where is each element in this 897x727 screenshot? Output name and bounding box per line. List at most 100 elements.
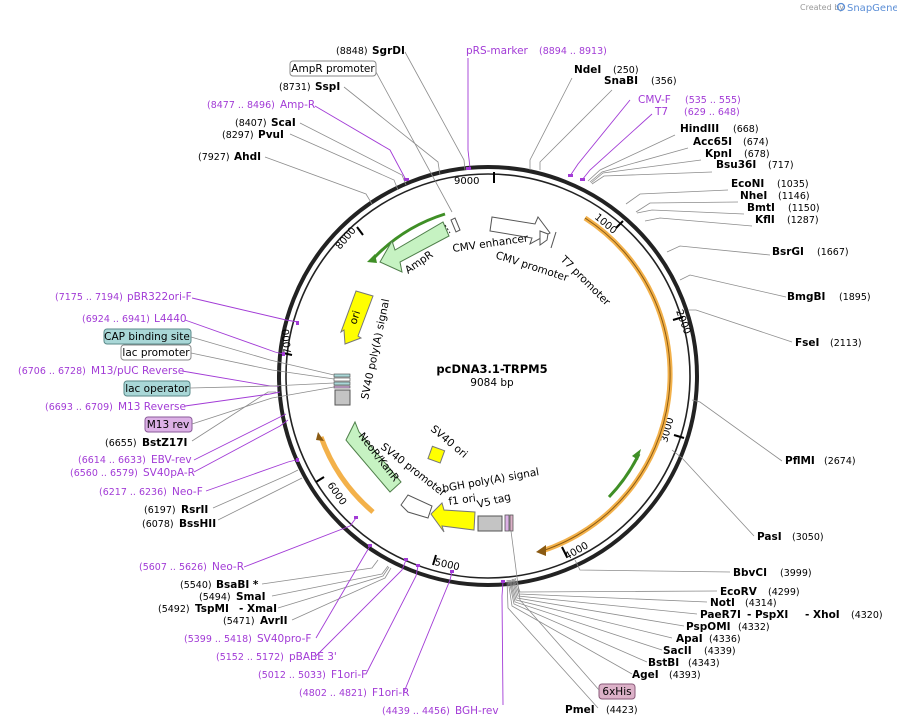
trpm5-cds [316, 215, 673, 556]
enzyme-tspmi: TspMI [195, 603, 229, 615]
enzyme-bsu36i-pos: (717) [768, 160, 794, 171]
cap-binding-site-text: CAP binding site [104, 331, 190, 343]
f1-ori-arrow [430, 502, 476, 533]
his6-tag: 6xHis [510, 530, 636, 700]
ampr-promoter-marker [450, 217, 461, 233]
enzyme-pspxi: - PspXI [747, 609, 788, 621]
credit-brand: SnapGene [847, 3, 897, 14]
enzyme-paer7i: PaeR7I [700, 609, 741, 621]
enzyme-fsei-pos: (2113) [830, 338, 862, 349]
enzyme-bstbi-pos: (4343) [688, 658, 720, 669]
primer-bgh-rev-pos: (4439 .. 4456) [382, 706, 450, 717]
enzyme-agei: AgeI [632, 669, 659, 681]
enzyme-pmei-pos: (4423) [606, 705, 638, 716]
primer-f1ori-r-pos: (4802 .. 4821) [299, 688, 367, 699]
primer-l4440: L4440 [154, 313, 187, 325]
enzyme-ecorv-pos: (4299) [768, 587, 800, 598]
ampr-arrow [379, 221, 451, 273]
his6-text: 6xHis [602, 686, 631, 698]
snapgene-logo-icon [836, 2, 846, 12]
lac-promoter-text: lac promoter [122, 347, 190, 359]
primer-f1ori-f-pos: (5012 .. 5033) [258, 670, 326, 681]
primer-neo-r-pos: (5607 .. 5626) [139, 562, 207, 573]
primer-neo-f: Neo-F [172, 486, 203, 498]
primer-m13-reverse-pos: (6693 .. 6709) [45, 402, 113, 413]
enzyme-bmgbi: BmgBI [787, 291, 825, 303]
primer-neo-f-pos: (6217 .. 6236) [99, 487, 167, 498]
enzyme-ecorv: EcoRV [720, 586, 758, 598]
lac-region-features [333, 373, 351, 389]
sv40-promoter-arrow [400, 494, 433, 519]
enzyme-pmei: PmeI [565, 704, 595, 716]
enzyme-bsrgi-pos: (1667) [817, 247, 849, 258]
enzyme-bsabi-pos: (5540) [180, 580, 212, 591]
enzyme-sacii-pos: (4339) [704, 646, 736, 657]
primer-cmv-f: CMV-F [638, 94, 671, 106]
enzyme-xhoi-pos: (4320) [851, 610, 883, 621]
enzyme-sgrdi-pos: (8848) [336, 46, 368, 57]
enzyme-bstbi: BstBI [648, 657, 679, 669]
primer-pbr322ori-f-pos: (7175 .. 7194) [55, 292, 123, 303]
enzyme-smai: SmaI [236, 591, 266, 603]
v5-tag-label: V5 tag [476, 491, 512, 511]
primer-bgh-rev: BGH-rev [455, 705, 499, 717]
m13-rev-text: M13 rev [147, 419, 190, 431]
lac-promoter-tag: lac promoter [120, 344, 335, 380]
plasmid-name: pcDNA3.1-TRPM5 [436, 362, 547, 376]
primer-site-markers [282, 167, 585, 583]
enzyme-pspomi-pos: (4332) [738, 622, 770, 633]
enzyme-fsei: FseI [795, 337, 819, 349]
enzyme-sspi-pos: (8731) [279, 82, 311, 93]
primer-sv40pro-f-pos: (5399 .. 5418) [184, 634, 252, 645]
enzyme-econi: EcoNI [731, 178, 764, 190]
primer-prs-marker: pRS-marker [466, 45, 529, 57]
primer-pbabe3-pos: (5152 .. 5172) [216, 652, 284, 663]
enzyme-pflmi: PflMI [785, 455, 815, 467]
primer-t7-pos: (629 .. 648) [684, 107, 740, 118]
primer-sv40pa-r-pos: (6560 .. 6579) [70, 468, 138, 479]
enzyme-snabi: SnaBI [604, 75, 638, 87]
enzyme-bmgbi-pos: (1895) [839, 292, 871, 303]
primer-sv40pro-f: SV40pro-F [257, 633, 311, 645]
enzyme-pasi-pos: (3050) [792, 532, 824, 543]
enzyme-kfli: KflI [755, 214, 775, 226]
m13-rev-tag: M13 rev [144, 386, 335, 433]
enzyme-bstz17i: BstZ17I [142, 437, 187, 449]
tick-9000: 9000 [454, 176, 479, 187]
ori-arrow [340, 290, 374, 345]
primer-m13-puc-reverse: M13/pUC Reverse [91, 365, 184, 377]
enzyme-snabi-pos: (356) [651, 76, 677, 87]
bgh-polya-label: bGH poly(A) signal [441, 466, 540, 495]
cmv-promoter-label: CMV promoter [494, 249, 570, 284]
lac-operator-tag: lac operator [123, 380, 335, 397]
enzyme-kpni: KpnI [705, 148, 732, 160]
primer-f1ori-r: F1ori-R [372, 687, 409, 699]
enzyme-scai: ScaI [271, 117, 296, 129]
tick-2000: 2000 [673, 308, 692, 336]
sv40-polya-box [334, 389, 351, 406]
f1-ori-label: f1 ori [448, 492, 477, 508]
green-orf-arrows [367, 212, 641, 499]
primer-prs-marker-pos: (8894 .. 8913) [539, 46, 607, 57]
neor-arrow [345, 420, 402, 493]
lac-operator-text: lac operator [125, 383, 189, 395]
enzyme-agei-pos: (4393) [669, 670, 701, 681]
plasmid-backbone [277, 165, 699, 587]
enzyme-smai-pos: (5494) [199, 592, 231, 603]
enzyme-avrii-pos: (5471) [223, 616, 255, 627]
enzyme-sacii: SacII [663, 645, 692, 657]
enzyme-pvui-pos: (8297) [222, 130, 254, 141]
tick-7000: 7000 [281, 328, 294, 354]
cap-binding-site-tag: CAP binding site [103, 328, 335, 376]
enzyme-bsu36i: Bsu36I [716, 159, 756, 171]
enzyme-bbvci-pos: (3999) [780, 568, 812, 579]
cmv-enhancer-label: CMV enhancer [452, 232, 530, 255]
enzyme-acc65i: Acc65I [693, 136, 732, 148]
enzyme-pflmi-pos: (2674) [824, 456, 856, 467]
enzyme-noti: NotI [710, 597, 735, 609]
enzyme-ndei: NdeI [574, 64, 601, 76]
enzyme-sspi: SspI [315, 81, 340, 93]
enzyme-tspmi-pos: (5492) [158, 604, 190, 615]
t7-promoter-marker [550, 231, 557, 249]
